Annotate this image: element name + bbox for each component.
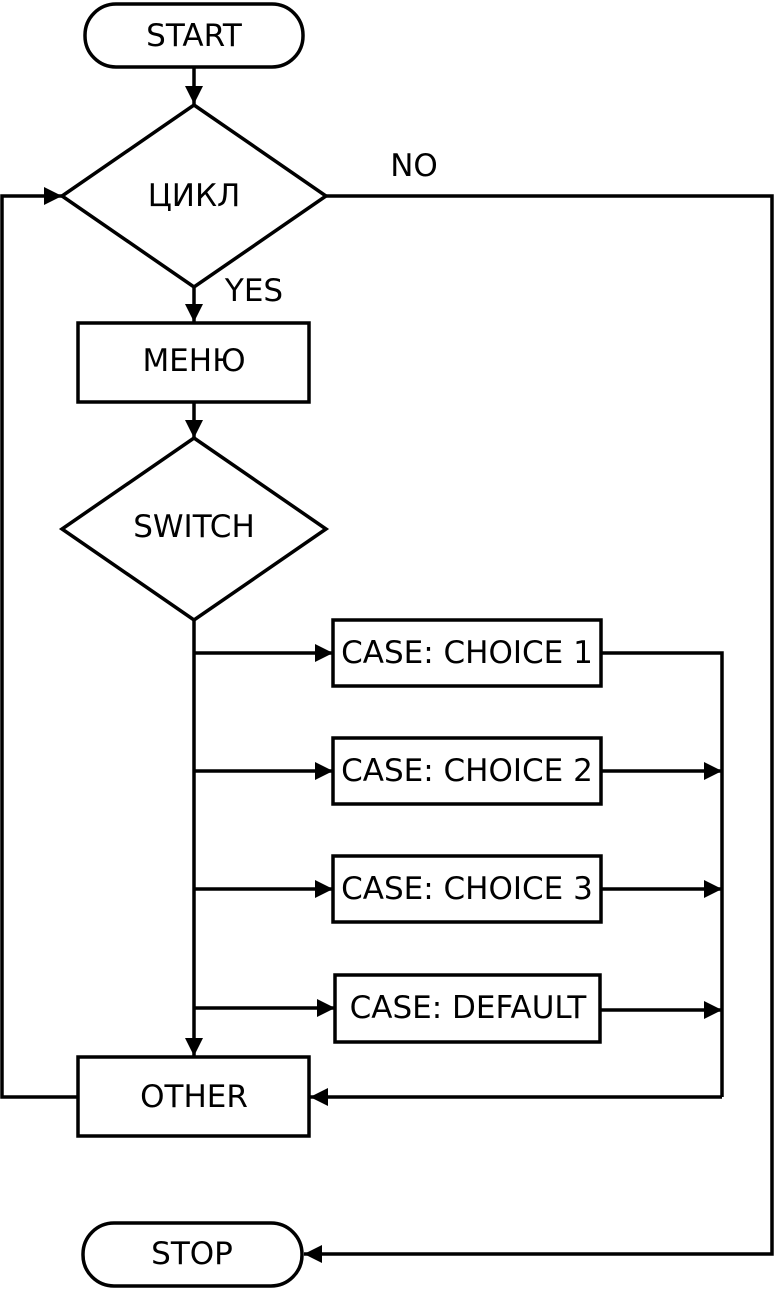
other-box: [76, 1055, 311, 1138]
case3-box: [331, 854, 603, 924]
case1-label: CASE: CHOICE 1: [341, 635, 593, 671]
other-node: OTHER: [76, 1055, 311, 1138]
switch-decision: SWITCH: [58, 435, 330, 623]
case2-box: [331, 736, 603, 806]
case-default-box: [333, 973, 602, 1044]
loop-diamond: [58, 102, 330, 290]
start-node: START: [83, 2, 305, 69]
case2-node: CASE: CHOICE 2: [331, 736, 603, 806]
connectors: [0, 68, 774, 1263]
line-case1-to-merge: [601, 651, 724, 1097]
start-terminator: [83, 2, 305, 69]
yes-edge-label: YES: [224, 273, 283, 309]
loop-label: ЦИКЛ: [148, 178, 241, 214]
no-edge-label: NO: [390, 148, 438, 184]
case2-label: CASE: CHOICE 2: [341, 753, 593, 789]
menu-node: МЕНЮ: [76, 321, 311, 404]
loop-decision: ЦИКЛ: [58, 102, 330, 290]
switch-diamond: [58, 435, 330, 623]
menu-label: МЕНЮ: [142, 343, 245, 379]
case3-label: CASE: CHOICE 3: [341, 871, 593, 907]
case1-box: [331, 618, 603, 688]
case3-node: CASE: CHOICE 3: [331, 854, 603, 924]
stop-terminator: [81, 1221, 304, 1288]
arrow-other-loop-back: [0, 187, 78, 1099]
stop-label: STOP: [151, 1236, 233, 1272]
case-default-node: CASE: DEFAULT: [333, 973, 602, 1044]
case1-node: CASE: CHOICE 1: [331, 618, 603, 688]
other-label: OTHER: [140, 1079, 248, 1115]
start-label: START: [146, 18, 243, 54]
case-default-label: CASE: DEFAULT: [350, 990, 588, 1026]
switch-label: SWITCH: [133, 509, 255, 545]
arrow-loop-no-to-stop: [304, 194, 774, 1263]
menu-box: [76, 321, 311, 404]
stop-node: STOP: [81, 1221, 304, 1288]
